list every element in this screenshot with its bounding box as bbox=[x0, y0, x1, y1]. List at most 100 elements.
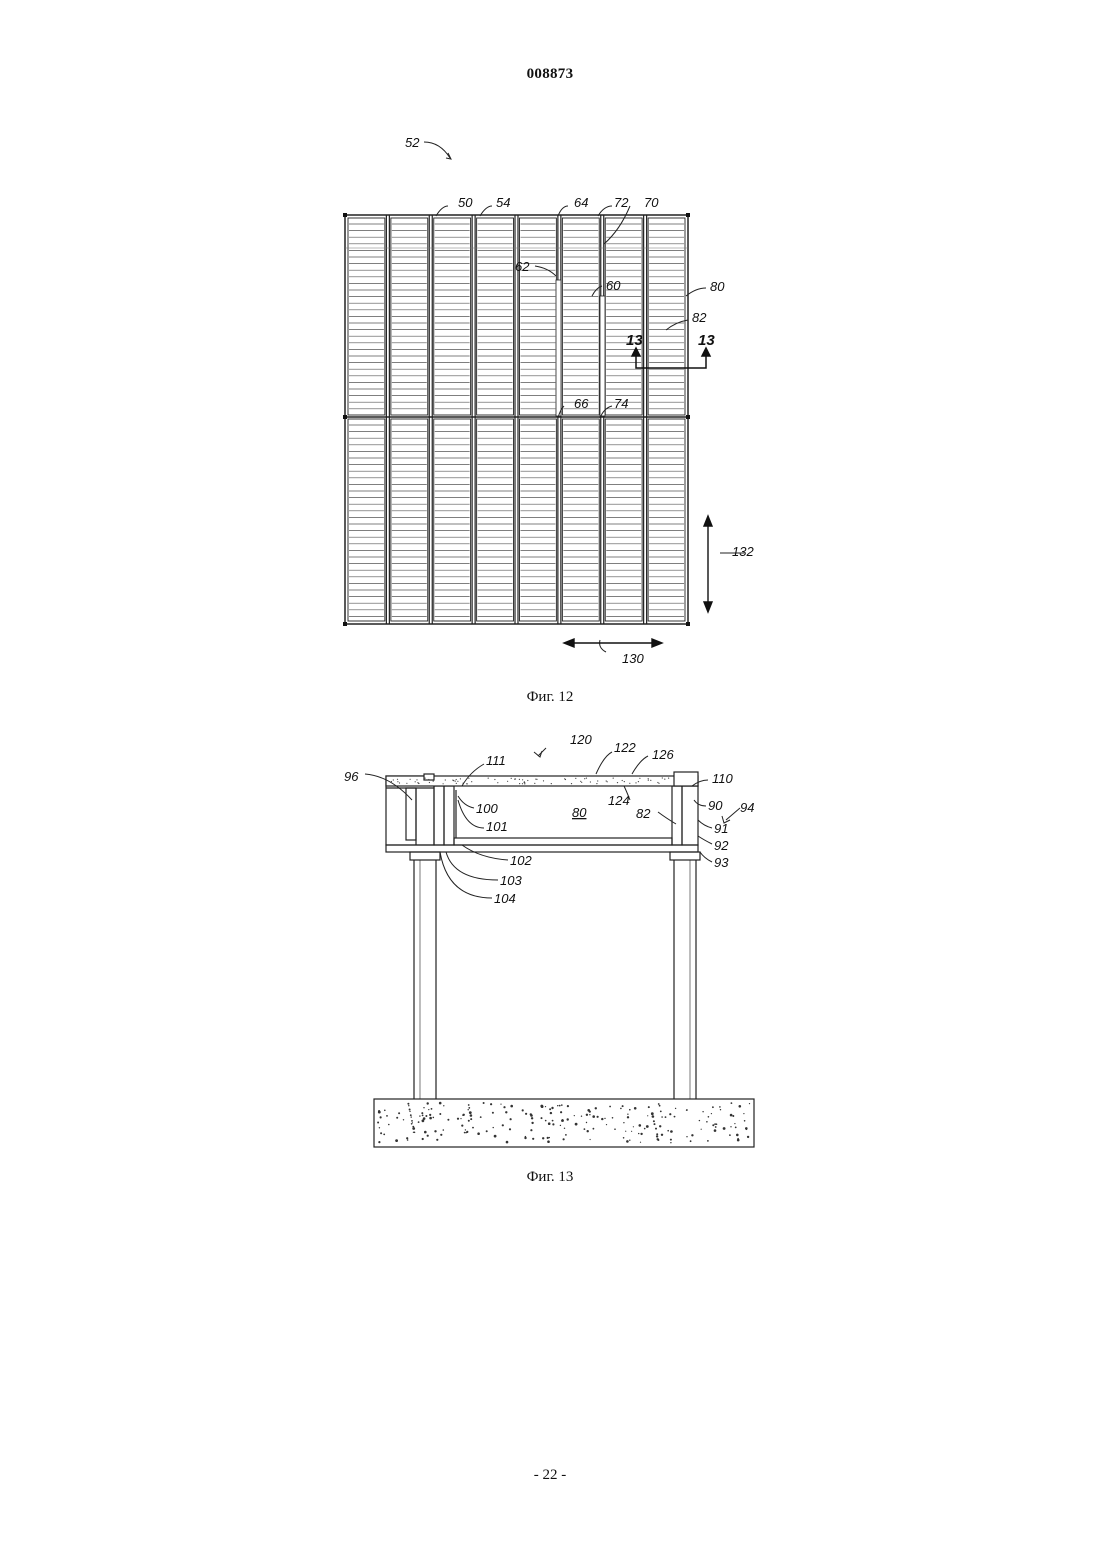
label-93: 93 bbox=[714, 855, 729, 870]
texture-dot bbox=[493, 1127, 494, 1128]
texture-dot bbox=[622, 1105, 624, 1107]
texture-dot bbox=[415, 781, 416, 782]
texture-dot bbox=[746, 1129, 747, 1130]
texture-dot bbox=[407, 1103, 409, 1105]
texture-dot bbox=[378, 1111, 381, 1114]
page-footer: - 22 - bbox=[0, 1467, 1100, 1484]
texture-dot bbox=[531, 1117, 533, 1119]
label-126: 126 bbox=[652, 747, 674, 762]
texture-dot bbox=[620, 1108, 622, 1110]
label-92: 92 bbox=[714, 838, 729, 853]
texture-dot bbox=[509, 1128, 511, 1130]
texture-dot bbox=[708, 1116, 710, 1118]
texture-dot bbox=[690, 1140, 692, 1142]
label-111: 111 bbox=[486, 753, 506, 768]
texture-dot bbox=[460, 778, 461, 779]
texture-dot bbox=[445, 779, 446, 780]
texture-dot bbox=[510, 1105, 513, 1108]
texture-dot bbox=[559, 1105, 561, 1107]
texture-dot bbox=[409, 1111, 410, 1112]
texture-dot bbox=[675, 1108, 676, 1109]
texture-dot bbox=[658, 783, 659, 784]
texture-dot bbox=[656, 1133, 658, 1135]
texture-dot bbox=[563, 1138, 565, 1140]
texture-dot bbox=[535, 779, 536, 780]
texture-dot bbox=[419, 1115, 420, 1116]
texture-dot bbox=[644, 1128, 646, 1130]
texture-dot bbox=[580, 781, 581, 782]
clamp-right-91 bbox=[682, 786, 698, 845]
texture-dot bbox=[380, 1116, 382, 1118]
label-100: 100 bbox=[476, 801, 498, 816]
texture-dot bbox=[423, 1117, 426, 1120]
texture-dot bbox=[418, 783, 419, 784]
texture-dot bbox=[456, 783, 457, 784]
texture-dot bbox=[545, 1106, 546, 1107]
texture-dot bbox=[640, 1133, 642, 1135]
texture-dot bbox=[468, 778, 469, 779]
texture-dot bbox=[593, 1128, 595, 1130]
texture-dot bbox=[635, 782, 636, 783]
texture-dot bbox=[503, 1106, 505, 1108]
texture-dot bbox=[468, 1104, 470, 1106]
texture-dot bbox=[629, 783, 630, 784]
texture-dot bbox=[466, 1131, 468, 1133]
texture-dot bbox=[592, 1115, 595, 1118]
texture-dot bbox=[447, 1119, 449, 1121]
texture-dot bbox=[514, 779, 515, 780]
texture-dot bbox=[581, 1116, 582, 1117]
support-post-left bbox=[414, 860, 436, 1099]
texture-dot bbox=[524, 1137, 526, 1139]
texture-dot bbox=[427, 1135, 429, 1137]
texture-dot bbox=[494, 1135, 497, 1138]
texture-dot bbox=[743, 1113, 744, 1114]
texture-dot bbox=[590, 781, 591, 782]
texture-dot bbox=[715, 1126, 717, 1128]
texture-dot bbox=[428, 1109, 429, 1110]
texture-dot bbox=[723, 1127, 726, 1130]
texture-dot bbox=[640, 1142, 641, 1143]
texture-dot bbox=[470, 1118, 472, 1120]
texture-dot bbox=[429, 1114, 431, 1116]
texture-dot bbox=[719, 1106, 721, 1108]
texture-dot bbox=[716, 1123, 718, 1125]
texture-dot bbox=[639, 1124, 642, 1127]
texture-dot bbox=[657, 782, 658, 783]
texture-dot bbox=[543, 780, 544, 781]
label-124: 124 bbox=[608, 793, 630, 808]
texture-dot bbox=[488, 778, 489, 779]
texture-dot bbox=[614, 1128, 616, 1130]
texture-dot bbox=[525, 1113, 527, 1115]
texture-dot bbox=[378, 1141, 380, 1143]
texture-dot bbox=[397, 781, 398, 782]
texture-dot bbox=[639, 778, 640, 779]
texture-dot bbox=[439, 1102, 442, 1105]
texture-dot bbox=[377, 1122, 379, 1124]
post-cap-right bbox=[670, 852, 700, 860]
texture-dot bbox=[542, 1137, 544, 1139]
texture-dot bbox=[624, 781, 625, 782]
texture-dot bbox=[652, 1115, 655, 1118]
texture-dot bbox=[433, 781, 434, 782]
texture-dot bbox=[601, 1118, 603, 1120]
texture-dot bbox=[418, 1121, 420, 1123]
texture-dot bbox=[457, 781, 458, 782]
texture-dot bbox=[567, 1105, 569, 1107]
clamp-left-101 bbox=[444, 786, 454, 845]
texture-dot bbox=[560, 1111, 562, 1113]
texture-dot bbox=[531, 1122, 533, 1124]
texture-dot bbox=[483, 1102, 485, 1104]
texture-dot bbox=[551, 783, 552, 784]
texture-dot bbox=[414, 1132, 416, 1134]
texture-dot bbox=[552, 1123, 554, 1125]
texture-dot bbox=[506, 1141, 509, 1144]
texture-dot bbox=[626, 1140, 629, 1143]
texture-dot bbox=[380, 1132, 382, 1134]
label-102: 102 bbox=[510, 853, 532, 868]
texture-dot bbox=[734, 1123, 735, 1124]
texture-dot bbox=[736, 1134, 739, 1137]
texture-dot bbox=[730, 1126, 731, 1127]
texture-dot bbox=[662, 777, 663, 778]
texture-dot bbox=[622, 780, 623, 781]
texture-dot bbox=[659, 1125, 661, 1127]
